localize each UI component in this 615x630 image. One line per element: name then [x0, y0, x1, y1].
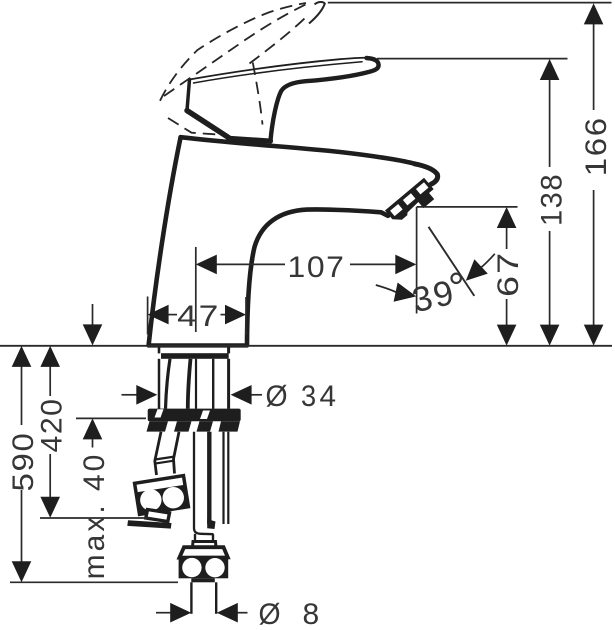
- svg-text:590: 590: [7, 432, 40, 492]
- svg-text:107: 107: [288, 251, 346, 284]
- svg-text:39: 39: [409, 273, 460, 321]
- svg-text:8: 8: [303, 598, 321, 630]
- svg-text:max. 40: max. 40: [78, 452, 111, 580]
- svg-text:420: 420: [36, 398, 69, 453]
- svg-text:Ø: Ø: [259, 598, 283, 630]
- svg-text:3: 3: [301, 380, 318, 413]
- svg-text:138: 138: [536, 173, 569, 226]
- svg-text:4: 4: [320, 380, 338, 413]
- svg-text:166: 166: [580, 116, 613, 176]
- svg-text:47: 47: [177, 300, 220, 333]
- svg-text:Ø: Ø: [266, 380, 290, 413]
- svg-text:67: 67: [492, 251, 525, 297]
